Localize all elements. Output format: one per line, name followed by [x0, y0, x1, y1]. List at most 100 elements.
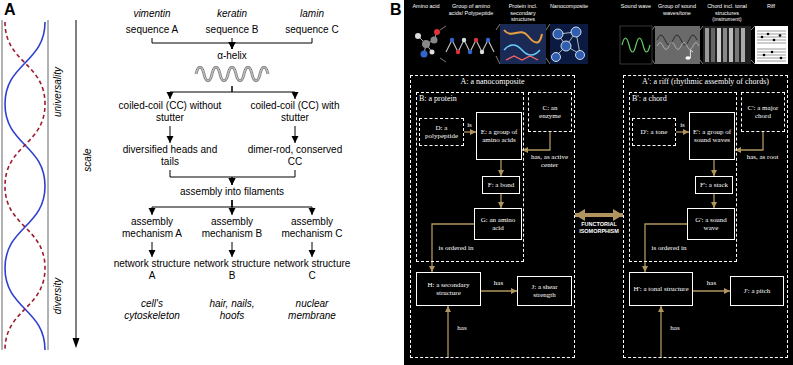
scale-arrow	[73, 20, 80, 348]
protein-picture	[500, 24, 546, 64]
nanocomposite-picture	[576, 51, 585, 60]
flow-step: assembly into filaments	[167, 186, 297, 198]
scale-arrow	[76, 20, 77, 340]
column-header: keratin	[197, 8, 267, 20]
node-text: assembly mechanism C	[273, 216, 351, 240]
scale-arrow	[73, 338, 80, 348]
flow-step: assembly mechanism A	[113, 216, 191, 240]
flow-step: sequence A	[117, 24, 187, 36]
arrow-connector	[522, 132, 550, 150]
polypeptide-picture	[450, 38, 454, 42]
edge-label: has, as root	[741, 153, 785, 161]
olog-box: D: a polypeptide	[419, 118, 464, 146]
olog-box: G: an amino acid	[474, 208, 522, 240]
node-text: α-helix	[197, 50, 267, 62]
olog-box: E': a group of sound waves	[689, 112, 735, 160]
amino-acid-picture	[422, 40, 430, 48]
sound-group-picture	[655, 26, 700, 64]
zoom-lines	[652, 60, 655, 64]
node-text: G': a sound wave	[690, 216, 732, 232]
arrow-connector	[232, 200, 312, 215]
flow-step: sequence C	[277, 24, 347, 36]
image-caption: Riff	[756, 3, 786, 10]
edge-label: is ordered in	[649, 244, 689, 252]
edge-label: has	[454, 324, 470, 332]
olog-box: J': a pitch	[730, 276, 784, 306]
arrow-connector	[232, 38, 312, 49]
olog-group-box: A: a nanocompositeB: a proteinD: a polyp…	[410, 75, 575, 358]
node-text: H': a tonal structure	[633, 285, 688, 293]
arrow-connector	[500, 194, 501, 208]
zoom-lines	[440, 24, 755, 64]
axis-label: universality	[52, 67, 64, 117]
node-text: assembly into filaments	[167, 186, 297, 198]
polypeptide-picture	[456, 50, 460, 54]
node-text: C: an enzyme	[531, 104, 569, 120]
scale-curves	[2, 20, 48, 350]
node-text: C': a major chord	[744, 104, 782, 120]
zoom-lines	[546, 24, 550, 30]
chord-picture	[705, 28, 709, 62]
flow-step: assembly mechanism C	[273, 216, 351, 240]
nanocomposite-picture	[550, 24, 588, 64]
node-text: E: a group of amino acids	[479, 128, 519, 144]
amino-acid-picture	[415, 33, 421, 39]
node-text: diversified heads and tails	[118, 144, 222, 168]
flow-step: dimer-rod, conserved CC	[243, 144, 347, 168]
node-text: A': a riff (rhythmic assembly of chords)	[626, 77, 785, 86]
nanocomposite-picture	[571, 27, 581, 37]
panel-letter: B	[390, 1, 402, 19]
olog-box: H': a tonal structure	[629, 272, 693, 306]
arrow-connector	[464, 131, 476, 132]
zoom-lines	[751, 60, 755, 64]
flow-step: sequence B	[197, 24, 267, 36]
scale-curves	[5, 22, 45, 350]
node-text: network structure C	[273, 258, 351, 282]
olog-box: H: a secondary structure	[416, 272, 481, 306]
column-footer: cell's cytoskeleton	[117, 298, 187, 322]
node-text: coiled-coil (CC) without stutter	[118, 100, 222, 124]
chord-picture	[717, 28, 721, 62]
olog-group-box: B': a chordD': a toneE': a group of soun…	[629, 92, 737, 262]
zoom-lines	[496, 24, 500, 30]
zoom-lines	[700, 26, 703, 30]
riff-picture	[771, 51, 774, 54]
edge-label: has	[667, 324, 683, 332]
arrow-connector	[170, 126, 171, 143]
arrow-connector	[447, 306, 448, 358]
chord-picture	[735, 28, 739, 62]
arrow-connector	[660, 306, 661, 358]
chord-picture	[741, 28, 745, 62]
protein-picture	[506, 56, 538, 60]
node-text: network structure B	[193, 258, 271, 282]
alpha-helix-picture	[196, 67, 268, 81]
image-caption: Chord incl. tonal structures (instrument…	[704, 3, 750, 23]
node-text: G: an amino acid	[477, 216, 519, 232]
zoom-lines	[652, 26, 655, 30]
node-text: assembly mechanism B	[193, 216, 271, 240]
alpha-helix-picture	[196, 67, 268, 81]
node-text: sequence C	[277, 24, 347, 36]
arrow-connector	[232, 242, 233, 257]
sound-group-picture	[690, 50, 693, 58]
node-text: D: a polypeptide	[422, 124, 461, 140]
edge-label: is	[678, 121, 688, 129]
arrow-connector	[170, 170, 232, 185]
chord-picture	[729, 28, 733, 62]
column-header: vimentin	[117, 8, 187, 20]
edge-label: has	[489, 279, 509, 287]
polypeptide-picture	[480, 50, 484, 54]
flow-step: α-helix	[197, 50, 267, 84]
image-caption: Nanocomposite	[549, 3, 589, 10]
connectors	[152, 38, 763, 358]
olog-group-box: B: a proteinD: a polypeptideE: a group o…	[416, 92, 524, 262]
node-text: B': a chord	[632, 94, 734, 103]
edge-label: is ordered in	[436, 244, 476, 252]
arrow-connector	[152, 200, 232, 215]
zoom-lines	[440, 26, 446, 30]
nanocomposite-picture	[552, 53, 561, 62]
protein-picture	[504, 45, 540, 55]
image-caption: Protein incl. secondary structures	[500, 3, 546, 23]
axis-label: scale	[82, 148, 94, 171]
